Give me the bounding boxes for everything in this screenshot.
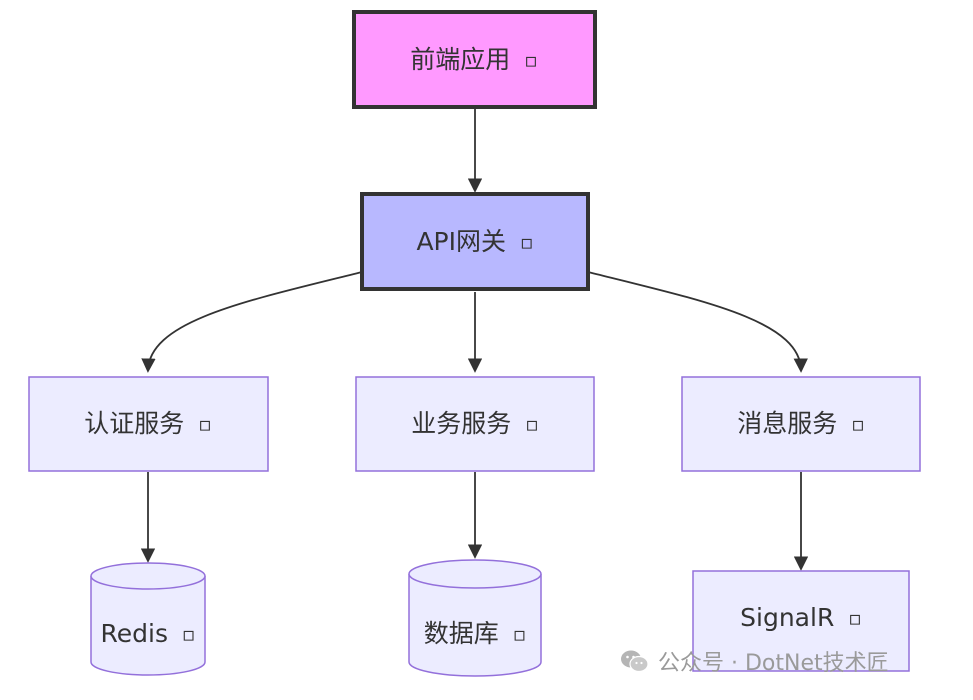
edges (140, 108, 809, 571)
node-business-service-marker: ▫ (525, 412, 539, 436)
svg-text:SignalR ▫: SignalR ▫ (740, 603, 862, 632)
node-message-service-marker: ▫ (851, 412, 865, 436)
edge-gateway-to-message (587, 271, 808, 373)
node-frontend-marker: ▫ (524, 48, 538, 72)
node-signalr-label: SignalR (740, 603, 834, 632)
svg-text:数据库 ▫: 数据库 ▫ (424, 619, 527, 648)
node-auth-service-label: 认证服务 (84, 409, 184, 438)
node-signalr-marker: ▫ (848, 606, 862, 630)
node-gateway: API网关 ▫ (360, 192, 590, 291)
svg-text:消息服务 ▫: 消息服务 ▫ (737, 409, 865, 438)
node-database-label: 数据库 (424, 619, 499, 648)
node-business-service-label: 业务服务 (411, 409, 511, 438)
node-database-marker: ▫ (513, 622, 527, 646)
svg-text:API网关 ▫: API网关 ▫ (416, 227, 533, 256)
node-signalr: SignalR ▫ (692, 570, 910, 672)
wechat-logo-icon (621, 650, 649, 673)
node-gateway-marker: ▫ (520, 230, 534, 254)
node-frontend: 前端应用 ▫ (352, 10, 597, 109)
node-redis-marker: ▫ (182, 622, 196, 646)
node-business-service: 业务服务 ▫ (355, 376, 595, 472)
watermark: 公众号 · DotNet技术匠 (620, 645, 889, 677)
svg-text:Redis ▫: Redis ▫ (101, 619, 196, 648)
svg-text:前端应用 ▫: 前端应用 ▫ (410, 45, 538, 74)
node-gateway-label: API网关 (416, 227, 506, 256)
node-auth-service: 认证服务 ▫ (28, 376, 269, 472)
node-auth-service-marker: ▫ (198, 412, 212, 436)
node-frontend-label: 前端应用 (410, 45, 510, 74)
node-database: 数据库 ▫ (408, 559, 542, 677)
node-message-service-label: 消息服务 (737, 409, 837, 438)
svg-text:认证服务 ▫: 认证服务 ▫ (84, 409, 212, 438)
edge-gateway-to-auth (141, 271, 363, 373)
node-redis: Redis ▫ (90, 562, 206, 676)
node-message-service: 消息服务 ▫ (681, 376, 921, 472)
node-redis-label: Redis (101, 619, 168, 648)
svg-text:业务服务 ▫: 业务服务 ▫ (411, 409, 539, 438)
watermark-text: 公众号 · DotNet技术匠 (658, 651, 889, 676)
